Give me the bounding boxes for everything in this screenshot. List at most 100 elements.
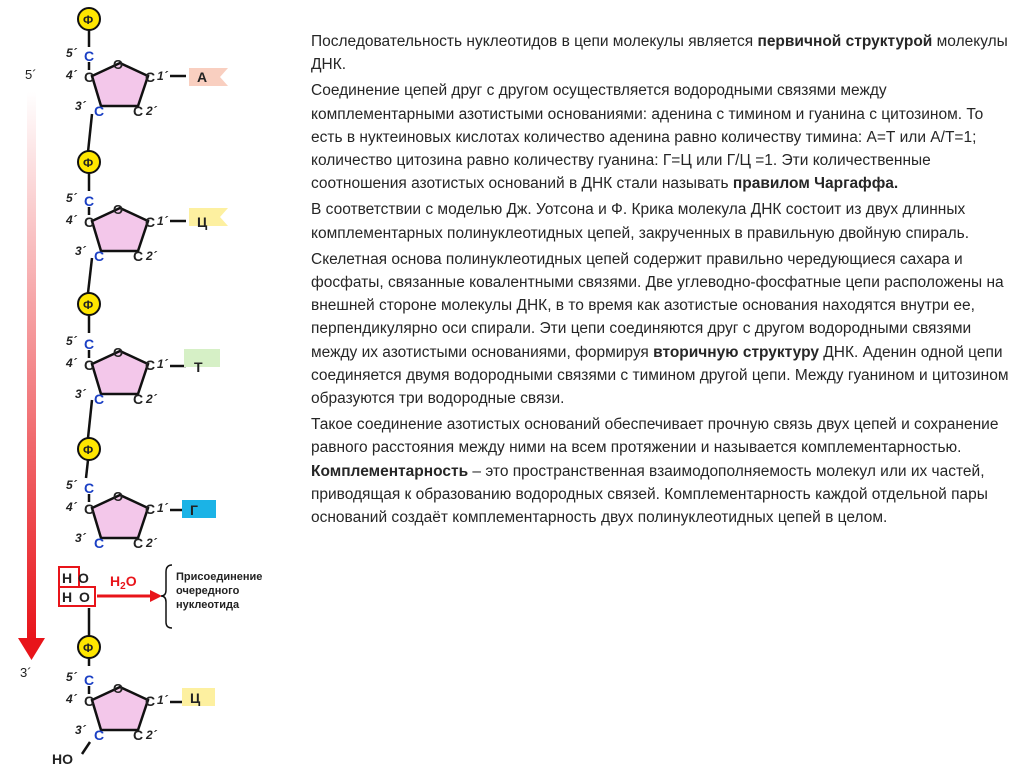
c1-label: 1´ xyxy=(157,214,169,228)
paragraph-chargaff: Соединение цепей друг с другом осуществл… xyxy=(311,82,984,193)
carbon-3: C xyxy=(94,727,104,743)
c3-label: 3´ xyxy=(75,531,87,545)
carbon-4: C xyxy=(84,357,94,373)
phosphates: Ф Ф Ф Ф Ф xyxy=(77,7,101,659)
carbon-2: C xyxy=(133,391,143,407)
c3-label: 3´ xyxy=(75,99,87,113)
carbon-5: C xyxy=(84,672,94,688)
carbon-1: C xyxy=(145,357,155,373)
c4-label: 4´ xyxy=(65,68,78,82)
cond-h-top: H xyxy=(62,570,72,586)
c1-label: 1´ xyxy=(157,69,169,83)
c2-label: 2´ xyxy=(145,536,158,550)
carbon-3: C xyxy=(94,248,104,264)
carbon-4: C xyxy=(84,501,94,517)
phosphate-label: Ф xyxy=(83,298,93,312)
c1-label: 1´ xyxy=(157,501,169,515)
paragraph-complementarity: Такое соединение азотистых оснований обе… xyxy=(311,416,999,527)
carbon-3: C xyxy=(94,391,104,407)
c3-label: 3´ xyxy=(75,723,87,737)
base-shape xyxy=(189,208,228,226)
carbon-5: C xyxy=(84,48,94,64)
note-line-1: Присоединение xyxy=(176,571,262,583)
note-line-2: очередного xyxy=(176,585,240,597)
c5-label: 5´ xyxy=(66,191,78,205)
c4-label: 4´ xyxy=(65,500,78,514)
carbon-4: C xyxy=(84,693,94,709)
phosphate-2: Ф xyxy=(77,150,101,174)
c5-label: 5´ xyxy=(66,334,78,348)
base-label: А xyxy=(197,69,207,85)
base-shape xyxy=(189,68,228,86)
phosphate-1: Ф xyxy=(77,7,101,31)
paragraph-secondary-structure: Скелетная основа полинуклеотидных цепей … xyxy=(311,250,1009,408)
c2-label: 2´ xyxy=(145,392,158,406)
phosphate-3: Ф xyxy=(77,292,101,316)
phosphate-label: Ф xyxy=(83,641,93,655)
carbon-2: C xyxy=(133,248,143,264)
carbon-5: C xyxy=(84,193,94,209)
backbone xyxy=(84,30,94,666)
phosphate-4: Ф xyxy=(77,437,101,461)
cond-h-bottom: H xyxy=(62,589,72,605)
note-line-3: нуклеотида xyxy=(176,599,240,611)
paragraph-watson-crick: В соответствии с моделью Дж. Уотсона и Ф… xyxy=(311,201,970,242)
water-label: H2O xyxy=(110,573,137,592)
carbon-2: C xyxy=(133,535,143,551)
carbon-1: C xyxy=(145,501,155,517)
base-label: Ц xyxy=(197,214,208,230)
base-shape xyxy=(182,688,215,706)
base-shape xyxy=(182,500,216,518)
ring-oxygen: O xyxy=(113,489,123,504)
ring-oxygen: O xyxy=(113,57,123,72)
paragraph-primary-structure: Последовательность нуклеотидов в цепи мо… xyxy=(311,33,1008,74)
sugar-ring xyxy=(90,349,150,396)
tail-ho: HO xyxy=(52,751,73,767)
c3-label: 3´ xyxy=(75,387,87,401)
condensation-reaction: H O H O H2O Присоединение очередного нук… xyxy=(58,564,262,629)
carbon-1: C xyxy=(145,214,155,230)
carbon-2: C xyxy=(133,727,143,743)
carbon-5: C xyxy=(84,480,94,496)
sugar-ring xyxy=(90,493,150,540)
direction-label-5prime: 5´ xyxy=(25,67,37,82)
carbon-4: C xyxy=(84,69,94,85)
sugar-ring xyxy=(90,685,150,732)
c3-label: 3´ xyxy=(75,244,87,258)
carbon-2: C xyxy=(133,103,143,119)
carbon-1: C xyxy=(145,69,155,85)
carbon-4: C xyxy=(84,214,94,230)
phosphate-label: Ф xyxy=(83,443,93,457)
cond-o-bottom: O xyxy=(79,589,90,605)
cond-o-top: O xyxy=(78,570,89,586)
ring-oxygen: O xyxy=(113,345,123,360)
sugar-ring xyxy=(90,206,150,253)
ho-box-bottom xyxy=(58,586,96,607)
base-label: Г xyxy=(190,502,198,518)
carbon-5: C xyxy=(84,336,94,352)
base-label: Т xyxy=(194,359,203,375)
c4-label: 4´ xyxy=(65,356,78,370)
carbon-3: C xyxy=(94,103,104,119)
c1-label: 1´ xyxy=(157,357,169,371)
ring-oxygen: O xyxy=(113,681,123,696)
base-shape xyxy=(184,349,220,367)
phosphate-label: Ф xyxy=(83,13,93,27)
note-brace xyxy=(160,564,173,629)
c2-label: 2´ xyxy=(145,104,158,118)
text-content: Последовательность нуклеотидов в цепи мо… xyxy=(311,30,1011,532)
c5-label: 5´ xyxy=(66,46,78,60)
carbon-3: C xyxy=(94,535,104,551)
sugar-ring xyxy=(90,61,150,108)
phosphate-label: Ф xyxy=(83,156,93,170)
c1-label: 1´ xyxy=(157,693,169,707)
direction-label-3prime: 3´ xyxy=(20,665,32,680)
c5-label: 5´ xyxy=(66,478,78,492)
direction-arrow xyxy=(18,92,45,660)
